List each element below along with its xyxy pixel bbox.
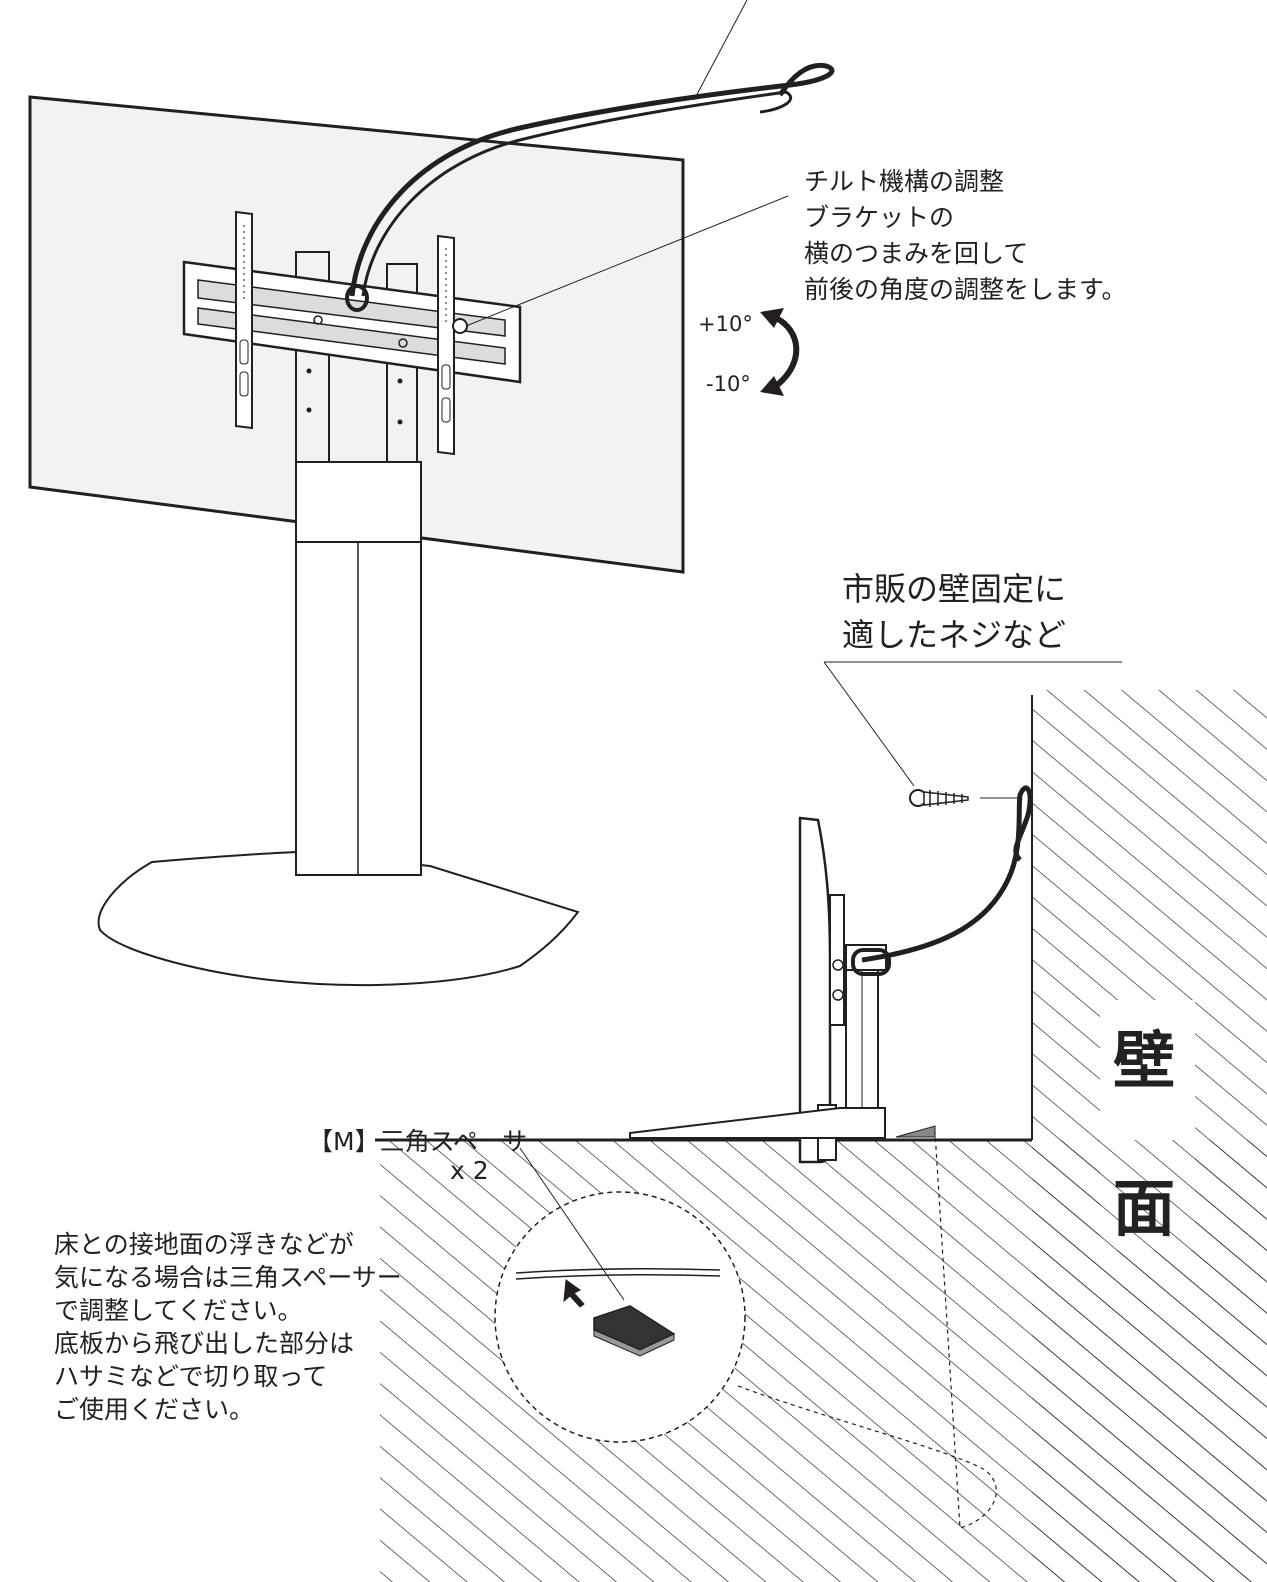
wall-label-top: 壁: [1113, 1024, 1176, 1097]
tilt-note-line: 前後の角度の調整をします。: [804, 275, 1127, 304]
front-view: [28, 0, 835, 987]
safety-cord: [349, 62, 835, 297]
arrow-up-icon: [563, 1279, 585, 1308]
wall-label-bottom: 面: [1113, 1172, 1176, 1245]
screw-note-line: 市販の壁固定に: [842, 570, 1067, 608]
tilt-minus-label: -10°: [706, 372, 751, 396]
spacer-quantity: x 2: [450, 1156, 489, 1185]
screw-icon: [909, 789, 969, 807]
side-base: [629, 1107, 886, 1139]
side-view: [629, 661, 1122, 1164]
spacer-note-line: ハサミなどで切り取って: [54, 1362, 328, 1391]
spacer-note-line: 床との接地面の浮きなどが: [54, 1230, 354, 1259]
spacer-note-line: 気になる場合は三角スペーサー: [54, 1263, 402, 1292]
spacer-note-line: ご使用ください。: [54, 1395, 255, 1424]
wedge-spacer: [895, 1125, 936, 1138]
spacer-note: 床との接地面の浮きなどが 気になる場合は三角スペーサー で調整してください。 底…: [54, 1228, 402, 1426]
spacer-title: 【M】三角スペーサー: [308, 1127, 553, 1156]
tilt-note: チルト機構の調整 ブラケットの 横のつまみを回して 前後の角度の調整をします。: [804, 164, 1127, 308]
spacer-note-line: で調整してください。: [54, 1296, 303, 1325]
tilt-note-line: ブラケットの: [804, 203, 955, 232]
safety-cord-side: [861, 785, 1033, 963]
spacer-note-line: 底板から飛び出した部分は: [54, 1329, 355, 1358]
screw-note: 市販の壁固定に 適したネジなど: [842, 566, 1066, 658]
base-plate: [97, 850, 580, 987]
tilt-arrow-icon: [760, 308, 800, 396]
tilt-note-line: 横のつまみを回して: [804, 239, 1029, 268]
screw-note-line: 適したネジなど: [842, 616, 1067, 654]
tilt-note-line: チルト機構の調整: [804, 167, 1005, 196]
mount-arm-right: [437, 234, 455, 456]
spacer-detail: [494, 1131, 997, 1529]
tilt-plus-label: +10°: [698, 312, 753, 336]
